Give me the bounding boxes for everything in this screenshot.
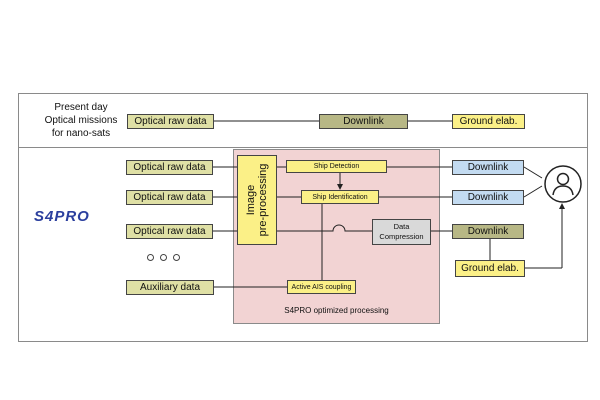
image-preprocessing-line2: pre-processing	[257, 163, 269, 237]
downlink-box-1: Downlink	[452, 160, 524, 175]
present-optical-raw-box: Optical raw data	[127, 114, 214, 129]
image-preprocessing-box: Image pre-processing	[237, 155, 277, 245]
present-day-title-line2: Optical missions	[44, 115, 118, 126]
frame-right	[587, 93, 588, 342]
frame-left	[18, 93, 19, 342]
data-compression-line2: Compression	[379, 232, 424, 241]
s4pro-optimized-label: S4PRO optimized processing	[284, 306, 389, 315]
user-icon	[544, 165, 582, 203]
input-optical-raw-3: Optical raw data	[126, 224, 213, 239]
ellipsis-dot	[160, 254, 167, 261]
s4pro-ground-box: Ground elab.	[455, 260, 525, 277]
input-optical-raw-1: Optical raw data	[126, 160, 213, 175]
ellipsis-dot	[173, 254, 180, 261]
s4pro-logo: S4PRO	[34, 208, 90, 225]
downlink-box-2: Downlink	[452, 190, 524, 205]
auxiliary-data-box: Auxiliary data	[126, 280, 214, 295]
present-downlink-box: Downlink	[319, 114, 408, 129]
frame-top	[18, 93, 587, 94]
present-day-title: Present day Optical missions for nano-sa…	[32, 101, 130, 140]
image-preprocessing-line1: Image	[245, 184, 257, 216]
data-compression-line1: Data	[393, 222, 410, 231]
input-optical-raw-2: Optical raw data	[126, 190, 213, 205]
frame-divider	[18, 147, 587, 148]
present-ground-box: Ground elab.	[452, 114, 525, 129]
present-day-title-line1: Present day	[54, 102, 108, 113]
ship-detection-box: Ship Detection	[286, 160, 387, 173]
data-compression-box: Data Compression	[372, 219, 431, 245]
frame-bottom	[18, 341, 587, 342]
downlink-box-3: Downlink	[452, 224, 524, 239]
ellipsis-dot	[147, 254, 154, 261]
image-preprocessing-label: Image pre-processing	[245, 164, 269, 237]
more-inputs-ellipsis	[147, 254, 180, 261]
ais-coupling-box: Active AIS coupling	[287, 280, 356, 294]
present-day-title-line3: for nano-sats	[51, 128, 111, 139]
ship-identification-box: Ship Identification	[301, 190, 379, 204]
